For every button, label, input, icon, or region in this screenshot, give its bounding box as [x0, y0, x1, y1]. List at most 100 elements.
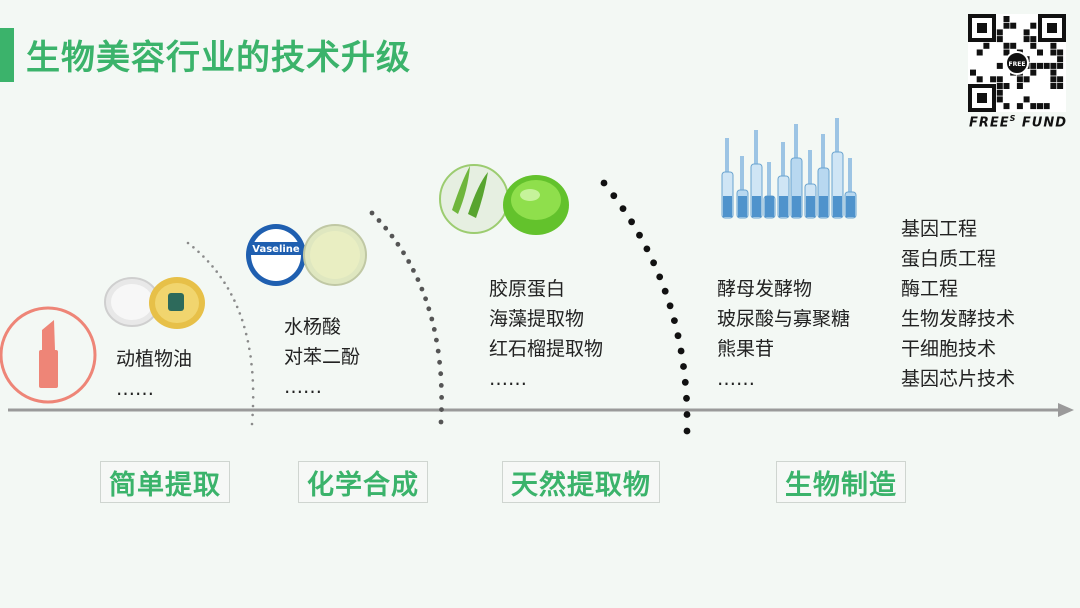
separator-dot	[233, 299, 236, 302]
qr-module	[1050, 42, 1057, 49]
separator-dot	[192, 246, 195, 249]
separator-dot	[610, 192, 618, 200]
balm-tin-image	[104, 277, 205, 329]
qr-module	[1050, 69, 1057, 76]
vaseline-tin-image: Vaseline	[246, 224, 367, 286]
ampoule-neck	[848, 158, 852, 194]
separator-dot	[395, 241, 401, 247]
qr-module	[1003, 49, 1010, 56]
qr-module	[1023, 76, 1030, 83]
brand-logo: FREES FUND	[968, 114, 1068, 130]
separator-dot	[186, 241, 190, 245]
separator-dot	[666, 302, 674, 310]
list-item: 熊果苷	[717, 338, 775, 360]
qr-module	[1043, 62, 1050, 69]
qr-module	[1037, 103, 1043, 110]
separator-dot	[249, 355, 252, 358]
list-item: 基因芯片技术	[901, 368, 1016, 390]
separator-dot	[683, 427, 691, 435]
stage-1-items: 动植物油 ……	[116, 344, 192, 404]
page-title: 生物美容行业的技术升级	[26, 38, 411, 78]
separator-dot	[211, 265, 214, 268]
qr-module	[1030, 103, 1037, 110]
ampoule-liquid	[806, 196, 815, 217]
separator-dot	[406, 259, 412, 264]
qr-module	[1003, 16, 1010, 22]
qr-module	[1030, 22, 1037, 29]
separator-dot	[437, 359, 442, 365]
stage-label-chemical-synthesis: 化学合成	[298, 461, 428, 503]
list-item: 海藻提取物	[489, 308, 585, 330]
separator-dot	[197, 250, 200, 254]
separator-dot	[401, 250, 406, 256]
title-accent-bar	[0, 28, 14, 82]
separator-dot	[206, 260, 210, 263]
qr-module	[996, 36, 1003, 43]
separator-dot	[423, 296, 428, 302]
separator-dot	[248, 347, 251, 351]
qr-module	[970, 69, 976, 76]
ampoule-liquid	[833, 196, 842, 217]
stage-label-bio-manufacturing: 生物制造	[776, 461, 906, 503]
separator-dot	[429, 316, 435, 322]
separator-dot	[439, 407, 444, 412]
stage-4-items: 酵母发酵物 玻尿酸与寡聚糖 熊果苷 ……	[717, 274, 850, 394]
qr-module	[1023, 29, 1030, 36]
separator-dot	[244, 332, 248, 336]
separator-dot	[628, 218, 635, 226]
qr-module	[1057, 56, 1064, 63]
list-item: ……	[489, 368, 527, 390]
ampoule-liquid	[752, 196, 761, 217]
separator-dot	[240, 318, 244, 322]
stage-3-items: 胶原蛋白 海藻提取物 红石榴提取物 ……	[489, 274, 603, 394]
qr-module	[996, 83, 1003, 89]
qr-module	[1016, 103, 1023, 110]
brand-sup: S	[1009, 114, 1017, 123]
qr-module	[996, 76, 1003, 83]
qr-code-icon: FREE	[968, 14, 1066, 112]
qr-module	[1037, 49, 1043, 56]
qr-module	[996, 62, 1003, 69]
separator-dot	[438, 371, 444, 377]
separator-dots-2	[369, 210, 444, 425]
qr-module	[1003, 42, 1010, 49]
separator-dot	[680, 363, 687, 370]
ampoule-neck	[781, 142, 785, 178]
separator-dot	[369, 210, 375, 216]
ampoule-liquid	[738, 196, 747, 217]
qr-module	[1050, 62, 1057, 69]
separator-dot	[683, 411, 691, 418]
ampoule-neck	[740, 156, 744, 192]
qr-module	[1057, 49, 1064, 56]
qr-module	[1043, 103, 1050, 110]
qr-module	[1057, 83, 1064, 89]
separator-dot	[251, 387, 255, 391]
separator-dot	[376, 218, 382, 223]
separator-dot	[243, 325, 246, 329]
separator-dot	[643, 245, 651, 253]
ampoule-liquid	[819, 196, 828, 217]
separator-dot	[215, 270, 218, 273]
vaseline-label: Vaseline	[252, 244, 300, 255]
qr-module	[1030, 62, 1037, 69]
separator-dot	[251, 370, 254, 374]
list-item: 胶原蛋白	[489, 278, 566, 300]
separator-dot	[251, 404, 255, 408]
qr-module	[1003, 83, 1010, 89]
separator-dots-1	[186, 241, 255, 426]
separator-dot	[251, 379, 255, 382]
qr-module	[983, 42, 990, 49]
qr-module	[1057, 62, 1064, 69]
brand-text-2: FUND	[1016, 115, 1068, 131]
separator-dot	[677, 347, 685, 355]
qr-module	[976, 76, 983, 83]
separator-dot	[411, 268, 416, 273]
qr-module	[1010, 42, 1017, 49]
qr-module	[1016, 83, 1023, 89]
list-item: 蛋白质工程	[901, 248, 997, 270]
qr-module	[1050, 76, 1057, 83]
qr-module	[1016, 76, 1023, 83]
list-item: ……	[284, 376, 322, 398]
separator-dot	[251, 396, 255, 399]
separator-dot	[219, 275, 222, 279]
